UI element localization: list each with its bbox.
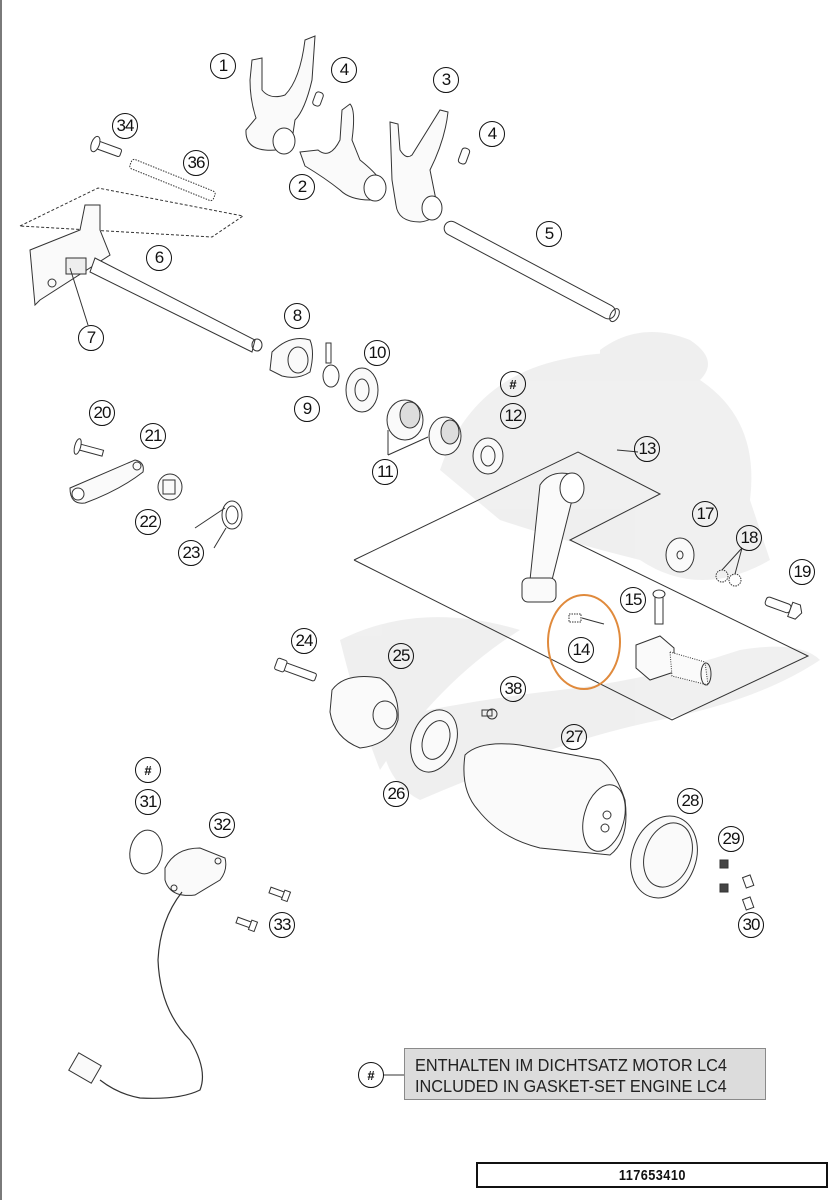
legend-line-english: INCLUDED IN GASKET-SET ENGINE LC4 [415, 1076, 727, 1096]
callout-part-8[interactable]: 8 [284, 303, 310, 329]
callout-part-22[interactable]: 22 [135, 509, 161, 535]
callout-part-18[interactable]: 18 [736, 525, 762, 551]
callout-part-28[interactable]: 28 [677, 788, 703, 814]
shift-fork-2-drawing [299, 103, 387, 202]
callout-part-27[interactable]: 27 [561, 724, 587, 750]
callout-part-26[interactable]: 26 [383, 781, 409, 807]
shift-fork-3-drawing [389, 109, 449, 223]
spring-36-drawing [129, 158, 216, 202]
shift-drum-drawing [463, 743, 627, 856]
legend-line-german: ENTHALTEN IM DICHTSATZ MOTOR LC4 [415, 1055, 727, 1075]
bolt-34-drawing [90, 135, 123, 157]
group-outline-13 [353, 451, 810, 721]
callout-part-20[interactable]: 20 [89, 400, 115, 426]
callout-part-30[interactable]: 30 [738, 912, 764, 938]
callout-part-15[interactable]: 15 [620, 587, 646, 613]
shift-lever-drawing [521, 472, 585, 603]
document-number-box: 117653410 [476, 1162, 828, 1188]
callout-part-24[interactable]: 24 [291, 628, 317, 654]
callout-part-23[interactable]: 23 [178, 540, 204, 566]
highlight-ring-part-14 [547, 594, 621, 690]
callout-part-34[interactable]: 34 [112, 113, 138, 139]
callout-part-38[interactable]: 38 [500, 676, 526, 702]
callout-part-5[interactable]: 5 [536, 221, 562, 247]
callout-part-21[interactable]: 21 [140, 423, 166, 449]
shift-shaft-drawing [29, 204, 263, 353]
callout-part-6[interactable]: 6 [146, 245, 172, 271]
shift-fork-1-drawing [245, 35, 316, 155]
callout-part-25[interactable]: 25 [388, 643, 414, 669]
callout-part-36[interactable]: 36 [183, 150, 209, 176]
callout-part-4-a[interactable]: 4 [331, 57, 357, 83]
gasket-set-marker-31[interactable]: # [135, 757, 161, 783]
callout-part-32[interactable]: 32 [209, 812, 235, 838]
callout-part-19[interactable]: 19 [789, 559, 815, 585]
callout-part-9[interactable]: 9 [294, 396, 320, 422]
rod-end-drawing [635, 635, 712, 686]
needle-bearing-drawing [386, 399, 462, 456]
callout-part-10[interactable]: 10 [364, 340, 390, 366]
callout-part-7[interactable]: 7 [78, 325, 104, 351]
shift-rail-drawing [443, 220, 620, 323]
legend-marker: # [358, 1062, 384, 1088]
document-number: 117653410 [618, 1166, 686, 1184]
gasket-set-marker-12[interactable]: # [500, 371, 526, 397]
callout-part-2[interactable]: 2 [289, 174, 315, 200]
callout-part-12[interactable]: 12 [500, 403, 526, 429]
callout-part-3[interactable]: 3 [433, 67, 459, 93]
gasket-set-legend: ENTHALTEN IM DICHTSATZ MOTOR LC4 INCLUDE… [404, 1048, 766, 1100]
callout-part-17[interactable]: 17 [692, 501, 718, 527]
callout-part-1[interactable]: 1 [210, 53, 236, 79]
page-border [0, 0, 2, 1200]
callout-part-29[interactable]: 29 [718, 826, 744, 852]
quadrant-8-drawing [269, 338, 313, 378]
callout-part-4-b[interactable]: 4 [479, 121, 505, 147]
callout-part-31[interactable]: 31 [135, 789, 161, 815]
callout-part-13[interactable]: 13 [634, 436, 660, 462]
callout-part-11[interactable]: 11 [372, 459, 398, 485]
callout-part-14[interactable]: 14 [568, 637, 594, 663]
callout-part-33[interactable]: 33 [269, 912, 295, 938]
group-outline-34-36 [19, 187, 245, 238]
